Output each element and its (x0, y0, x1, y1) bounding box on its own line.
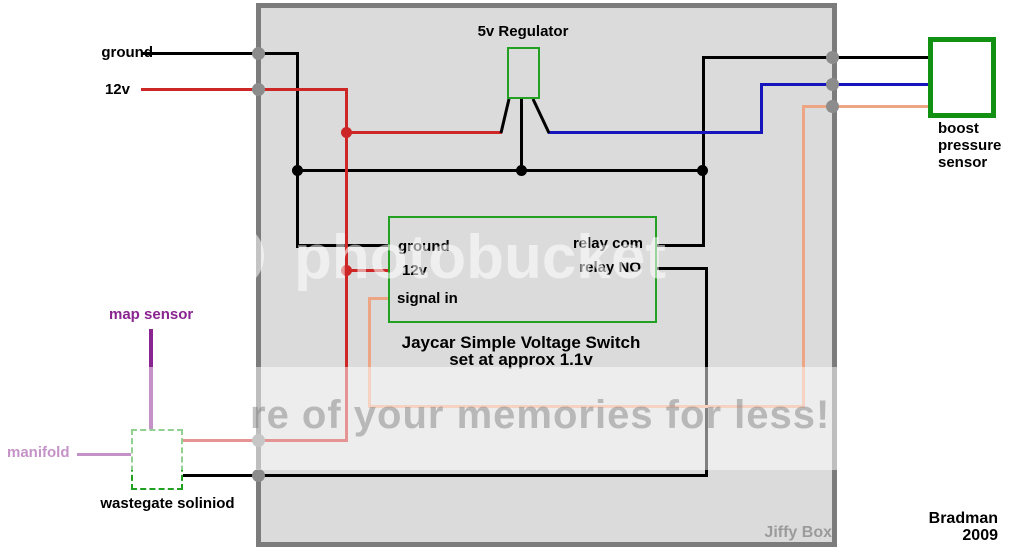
label-jiffy-box: Jiffy Box (764, 524, 832, 541)
label-switch-12v: 12v (402, 262, 428, 279)
junction-ground-bus-left (292, 165, 303, 176)
boost-sensor-box (928, 37, 996, 118)
junction-ground-bus-right (697, 165, 708, 176)
junction-enclosure-12v (252, 83, 265, 96)
voltage-switch-box (388, 216, 657, 323)
wire-sensor-ground-horizontal (702, 56, 928, 59)
regulator-box (507, 47, 540, 99)
wire-12v-to-regulator (345, 131, 502, 134)
wire-sensor-ground-vertical (702, 56, 705, 247)
label-map-sensor: map sensor (109, 306, 194, 323)
junction-12v-regulator (341, 127, 352, 138)
photobucket-banner: re of your memories for less! (0, 367, 1023, 470)
junction-enclosure-wastegate-ground (252, 469, 265, 482)
label-switch-signal-in: signal in (397, 290, 458, 307)
junction-12v-switch (341, 265, 352, 276)
wire-signal-vertical-left (368, 297, 371, 408)
regulator-pin-leads (499, 98, 551, 134)
wire-ground-vertical (296, 52, 299, 248)
label-switch-ground: ground (398, 238, 450, 255)
wire-relay-to-wastegate (182, 474, 708, 477)
label-credit-year: 2009 (962, 527, 998, 544)
label-credit-name: Bradman (928, 510, 998, 527)
label-wastegate: wastegate soliniod (100, 495, 235, 512)
wire-5v-horizontal (548, 131, 763, 134)
wire-regulator-ground-pin (520, 98, 523, 171)
label-boost-2: pressure (938, 137, 1002, 154)
wire-12v-to-switch (345, 269, 388, 272)
wire-signal-into-switch (369, 297, 388, 300)
wire-ground-feed (141, 52, 299, 55)
label-regulator: 5v Regulator (477, 23, 569, 40)
label-switch-relay-com: relay com (572, 235, 643, 252)
wire-signal-to-sensor (802, 105, 928, 108)
photobucket-logo-arc (196, 222, 264, 290)
label-switch-caption-2: set at approx 1.1v (449, 350, 593, 369)
wire-relay-com (657, 244, 705, 247)
junction-enclosure-sensor-signal (826, 100, 839, 113)
photobucket-watermark-text: photobucket (294, 223, 666, 292)
wire-5v-to-sensor (760, 83, 928, 86)
junction-enclosure-ground (252, 47, 265, 60)
wire-signal-vertical-right (802, 105, 805, 408)
label-12v-external: 12v (104, 81, 130, 98)
wire-relay-no (657, 267, 708, 270)
label-switch-caption-1: Jaycar Simple Voltage Switch (401, 333, 641, 352)
label-ground-external: ground (101, 44, 153, 61)
junction-enclosure-sensor-ground (826, 51, 839, 64)
label-boost-3: sensor (938, 154, 988, 171)
wire-12v-feed (141, 88, 348, 91)
wire-ground-bus (296, 169, 705, 172)
label-boost-1: boost (938, 120, 979, 137)
label-switch-relay-no: relay NO (579, 259, 641, 276)
photobucket-banner-text: re of your memories for less! (250, 393, 831, 437)
wire-ground-to-switch (296, 244, 388, 247)
wire-5v-vertical (760, 83, 763, 134)
junction-ground-bus-regulator (516, 165, 527, 176)
junction-enclosure-sensor-5v (826, 78, 839, 91)
